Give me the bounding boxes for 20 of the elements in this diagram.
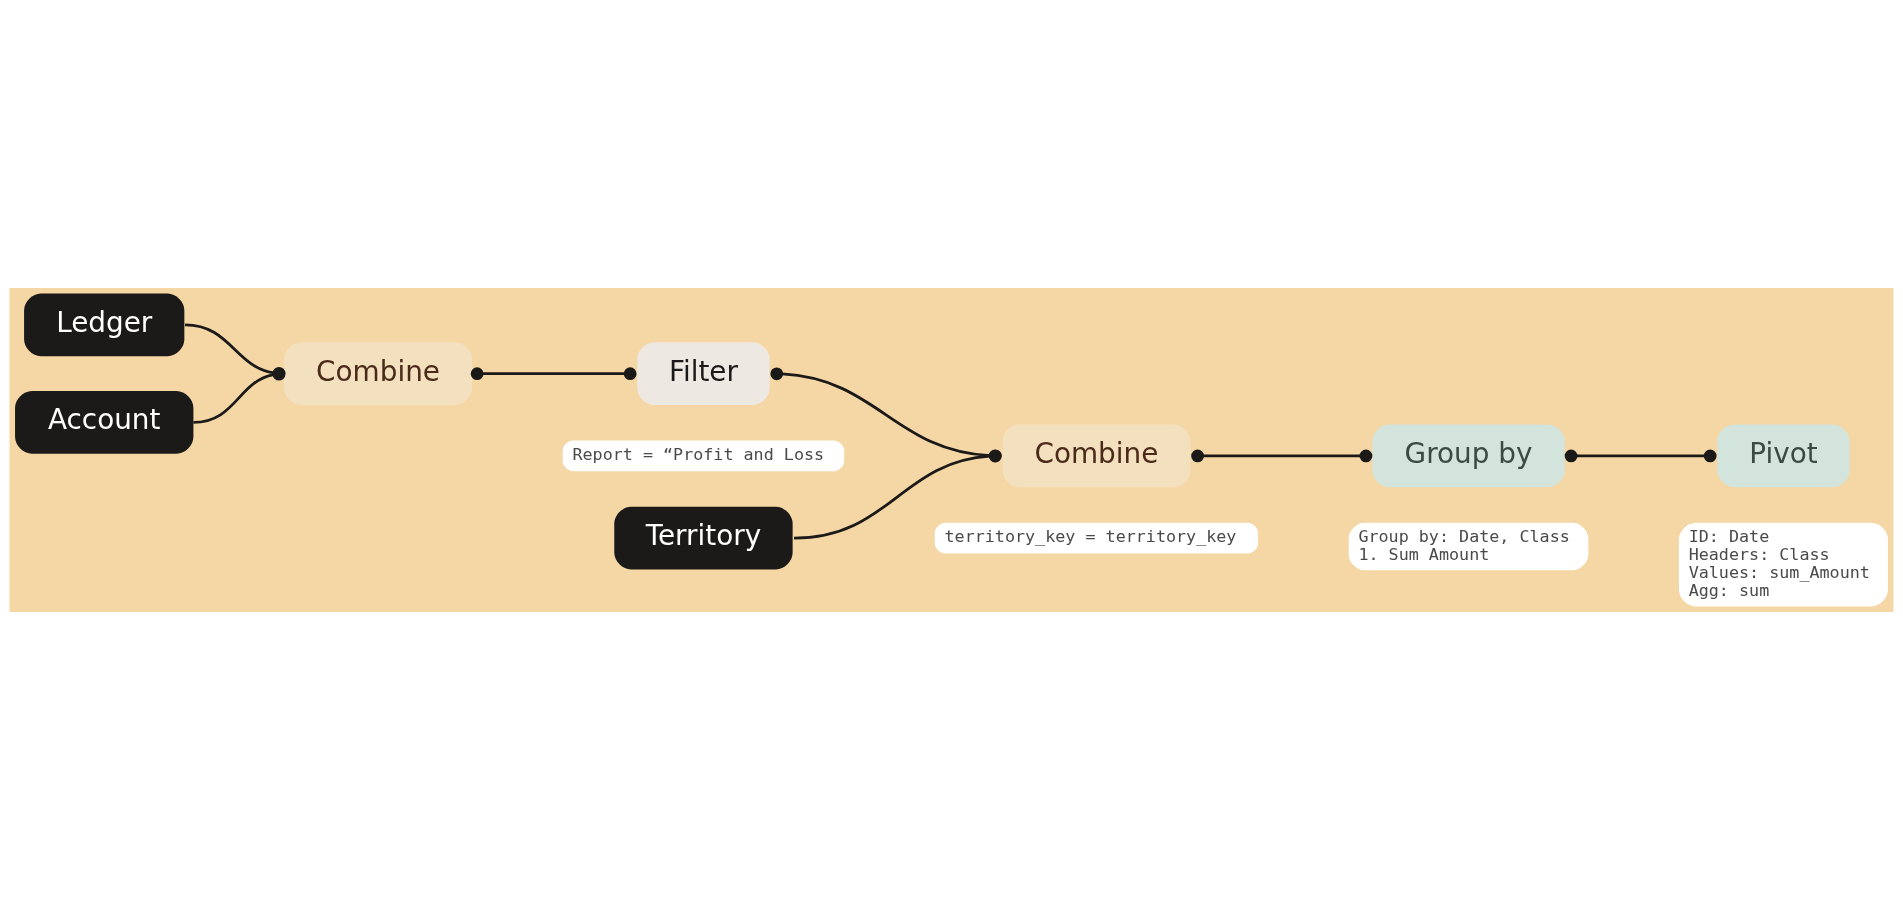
connector	[1564, 449, 1717, 463]
node-box: Combine	[1002, 424, 1191, 488]
node-box: Combine	[284, 342, 473, 406]
node-box: Ledger	[24, 293, 185, 357]
connector	[793, 449, 1002, 540]
node-box: Group by	[1372, 424, 1565, 488]
connector	[770, 367, 1002, 463]
node-label: Group by: Date, Class	[1358, 525, 1570, 546]
node-label: territory_key = territory_key	[944, 526, 1237, 547]
node-label: Headers: Class	[1688, 543, 1830, 564]
node-label: Report = “Profit and Loss	[572, 444, 825, 465]
node-label: Values: sum_Amount	[1688, 562, 1870, 582]
connector	[470, 367, 637, 381]
node-box: Account	[15, 391, 194, 454]
node-box: Pivot	[1717, 424, 1850, 488]
node-box: Territory	[614, 506, 793, 570]
node-box: Filter	[637, 342, 770, 406]
node-label: ID: Date	[1688, 525, 1770, 546]
connector	[1191, 449, 1373, 463]
node-label: Agg: sum	[1688, 580, 1770, 601]
